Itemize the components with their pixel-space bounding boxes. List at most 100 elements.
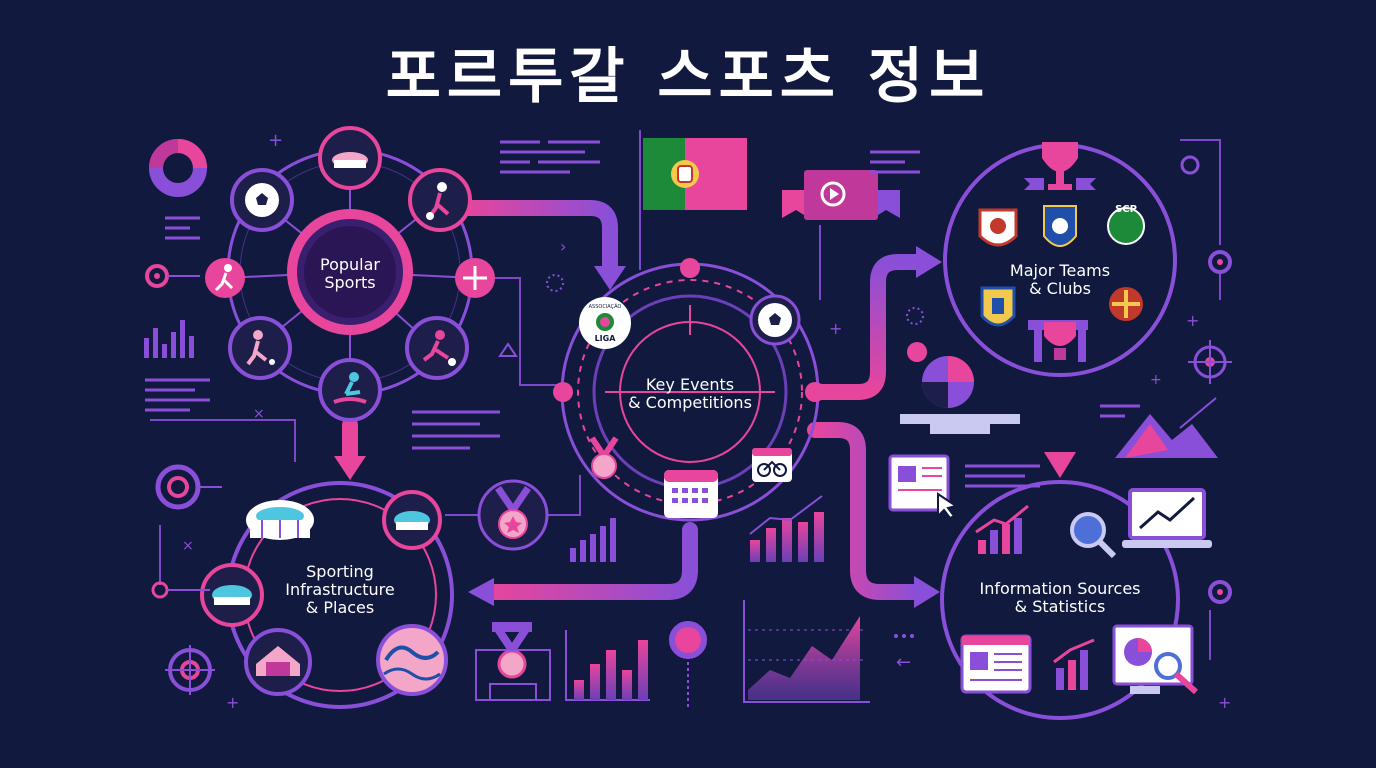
lollipop-icon	[669, 621, 707, 710]
arrow-left-icon: ←	[896, 652, 911, 673]
list-lines-icon	[145, 378, 210, 412]
crosshair-icon	[1188, 340, 1232, 384]
triangle-icon	[498, 342, 518, 357]
club-crest-icon: SCP	[1107, 204, 1145, 245]
hub-label-information: Information Sources & Statistics	[979, 579, 1141, 616]
text-lines-icon	[870, 150, 920, 174]
bar-chart-icon	[1053, 638, 1095, 690]
bar-chart-icon	[144, 320, 194, 358]
flow-arrowhead	[914, 576, 940, 608]
stadium-icon	[382, 490, 442, 550]
decorations-left: × + × +	[144, 130, 283, 712]
liga-badge-icon: ASSOCIAÇÃO LIGA	[579, 297, 631, 349]
stadium-icon	[246, 500, 314, 540]
major-teams-hub: SCP	[943, 142, 1177, 377]
hub-label-key-events: Key Events & Competitions	[628, 375, 752, 412]
stadium-icon	[200, 563, 264, 627]
target-icon	[145, 264, 200, 288]
close-mark-icon: ×	[253, 406, 265, 422]
stadium-icon	[318, 126, 382, 190]
trophy-icon	[1042, 142, 1078, 190]
hub-label-infrastructure: Sporting Infrastructure & Places	[285, 562, 395, 617]
wave-icon	[376, 624, 448, 696]
runner-icon	[205, 258, 245, 298]
dot-icon	[907, 342, 927, 362]
plus-mark-icon: +	[1186, 311, 1199, 330]
trophy-icon	[1028, 320, 1088, 362]
flow-arrowhead	[334, 456, 366, 480]
calendar-icon	[664, 470, 718, 518]
liga-badge-top-text: ASSOCIAÇÃO	[589, 303, 622, 310]
plus-icon	[455, 258, 495, 298]
club-crest-icon	[1043, 205, 1077, 247]
flow-sports-to-events	[454, 200, 618, 278]
hub-label-popular-sports: Popular Sports	[320, 255, 380, 292]
decorations-right: + + +	[888, 155, 1232, 712]
flow-arrowhead	[916, 246, 942, 278]
plus-mark-icon: +	[1218, 693, 1231, 712]
runner-icon	[405, 316, 469, 380]
key-events-hub: ASSOCIAÇÃO LIGA	[553, 258, 825, 522]
flow-events-to-info	[807, 422, 926, 600]
arena-icon	[244, 628, 312, 696]
target-icon	[1208, 580, 1232, 604]
medal-icon	[475, 622, 551, 701]
list-lines-icon	[412, 410, 500, 450]
magnifier-icon	[1070, 512, 1117, 559]
area-chart-icon	[743, 600, 870, 703]
target-icon	[151, 581, 210, 599]
dotted-circle-icon	[546, 274, 564, 292]
chevron-right-icon: ›	[560, 237, 566, 256]
puzzle-icon	[900, 414, 1020, 434]
bar-chart-icon	[749, 495, 824, 562]
infrastructure-hub	[200, 481, 454, 709]
crosshair-icon	[165, 645, 215, 695]
cycling-icon	[752, 448, 792, 482]
target-icon	[1180, 155, 1232, 274]
globe-icon	[922, 356, 974, 408]
hockey-player-icon	[228, 316, 292, 380]
plus-mark-icon: +	[226, 693, 239, 712]
bar-chart-icon	[570, 518, 616, 562]
text-lines-icon	[500, 140, 600, 174]
mountain-chart-icon	[1115, 397, 1218, 458]
document-icon	[888, 454, 959, 520]
club-crest-icon	[1109, 287, 1143, 321]
text-lines-icon	[165, 216, 200, 240]
flow-arrows	[334, 200, 1076, 608]
dotted-circle-icon	[906, 307, 924, 325]
medal-icon	[477, 479, 549, 551]
medal-icon	[589, 436, 619, 479]
ring-chart-icon	[149, 139, 207, 197]
flow-arrowhead	[1044, 452, 1076, 478]
thin-connectors	[150, 130, 1221, 660]
flow-events-to-infra	[482, 522, 698, 600]
flow-arrowhead	[594, 266, 626, 290]
plus-mark-icon: +	[268, 130, 283, 151]
bar-chart-icon	[574, 640, 648, 700]
bar-chart-icon	[975, 504, 1029, 554]
footballer-icon	[408, 168, 472, 232]
plus-mark-icon: +	[1150, 372, 1162, 388]
portugal-flag-icon	[643, 138, 747, 210]
club-crest-icon	[980, 286, 1016, 327]
laptop-chart-icon	[1122, 488, 1212, 548]
surfer-icon	[318, 358, 382, 422]
list-lines-icon	[1100, 404, 1140, 418]
flow-events-to-teams	[807, 254, 928, 400]
page-title: 포르투갈 스포츠 정보	[385, 42, 991, 112]
decorations-center: ›	[412, 140, 920, 710]
liga-badge-text: LIGA	[595, 334, 617, 343]
soccer-ball-icon	[230, 168, 294, 232]
hub-label-major-teams: Major Teams & Clubs	[1009, 261, 1111, 298]
flow-arrowhead	[468, 578, 494, 606]
document-icon	[960, 634, 1032, 694]
scp-crest-text: SCP	[1115, 204, 1137, 215]
soccer-ball-icon	[749, 294, 801, 346]
club-crest-icon	[978, 208, 1018, 247]
dots-grid-icon	[894, 634, 914, 638]
video-icon	[782, 170, 900, 220]
plus-mark-icon: +	[829, 319, 842, 338]
list-lines-icon	[965, 464, 1040, 488]
